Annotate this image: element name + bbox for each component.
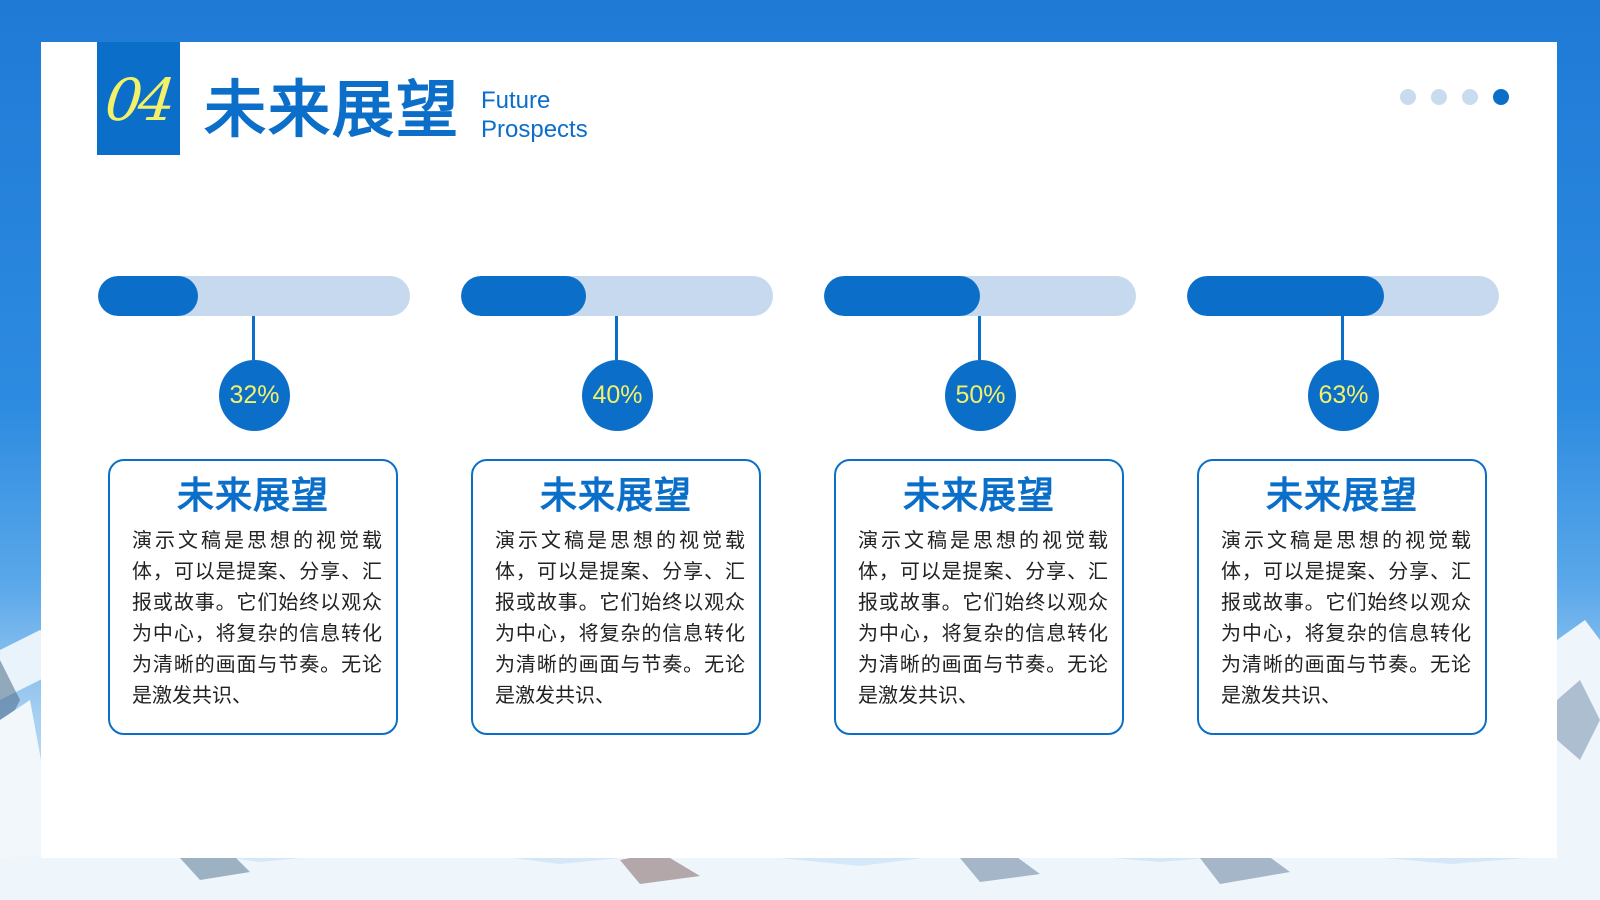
subtitle-line-2: Prospects [481, 116, 588, 143]
progress-column-3: 50% 未来展望 演示文稿是思想的视觉载体，可以是提案、分享、汇报或故事。它们始… [824, 276, 1136, 741]
info-card-title: 未来展望 [1266, 474, 1418, 517]
info-card: 未来展望 演示文稿是思想的视觉载体，可以是提案、分享、汇报或故事。它们始终以观众… [1197, 459, 1487, 735]
connector-line [615, 316, 618, 360]
percent-badge: 63% [1308, 360, 1379, 431]
info-card-body: 演示文稿是思想的视觉载体，可以是提案、分享、汇报或故事。它们始终以观众为中心，将… [858, 528, 1108, 707]
percent-badge: 50% [945, 360, 1016, 431]
info-card: 未来展望 演示文稿是思想的视觉载体，可以是提案、分享、汇报或故事。它们始终以观众… [471, 459, 761, 735]
page-dot-2[interactable] [1431, 89, 1447, 105]
page-dot-1[interactable] [1400, 89, 1416, 105]
info-card-title: 未来展望 [540, 474, 692, 517]
page-subtitle: Future Prospects [481, 86, 588, 144]
info-card-title: 未来展望 [903, 474, 1055, 517]
connector-line [252, 316, 255, 360]
info-card: 未来展望 演示文稿是思想的视觉载体，可以是提案、分享、汇报或故事。它们始终以观众… [108, 459, 398, 735]
page-dot-4[interactable] [1493, 89, 1509, 105]
subtitle-line-1: Future [481, 87, 551, 114]
info-card-body: 演示文稿是思想的视觉载体，可以是提案、分享、汇报或故事。它们始终以观众为中心，将… [132, 528, 382, 707]
info-card-title: 未来展望 [177, 474, 329, 517]
percent-badge: 32% [219, 360, 290, 431]
info-card-body: 演示文稿是思想的视觉载体，可以是提案、分享、汇报或故事。它们始终以观众为中心，将… [495, 528, 745, 707]
progress-fill [824, 276, 980, 316]
progress-fill [461, 276, 586, 316]
progress-track [1187, 276, 1499, 316]
info-card: 未来展望 演示文稿是思想的视觉载体，可以是提案、分享、汇报或故事。它们始终以观众… [834, 459, 1124, 735]
progress-fill [1187, 276, 1384, 316]
page-dot-3[interactable] [1462, 89, 1478, 105]
connector-line [978, 316, 981, 360]
progress-track [824, 276, 1136, 316]
progress-column-2: 40% 未来展望 演示文稿是思想的视觉载体，可以是提案、分享、汇报或故事。它们始… [461, 276, 773, 741]
progress-track [461, 276, 773, 316]
progress-column-1: 32% 未来展望 演示文稿是思想的视觉载体，可以是提案、分享、汇报或故事。它们始… [98, 276, 410, 741]
connector-line [1341, 316, 1344, 360]
page-title: 未来展望 [204, 73, 461, 146]
progress-column-4: 63% 未来展望 演示文稿是思想的视觉载体，可以是提案、分享、汇报或故事。它们始… [1187, 276, 1499, 741]
progress-fill [98, 276, 198, 316]
section-number: 04 [102, 66, 175, 134]
progress-track [98, 276, 410, 316]
pagination-dots [1400, 89, 1509, 105]
percent-badge: 40% [582, 360, 653, 431]
info-card-body: 演示文稿是思想的视觉载体，可以是提案、分享、汇报或故事。它们始终以观众为中心，将… [1221, 528, 1471, 707]
section-badge: 04 [97, 42, 180, 155]
